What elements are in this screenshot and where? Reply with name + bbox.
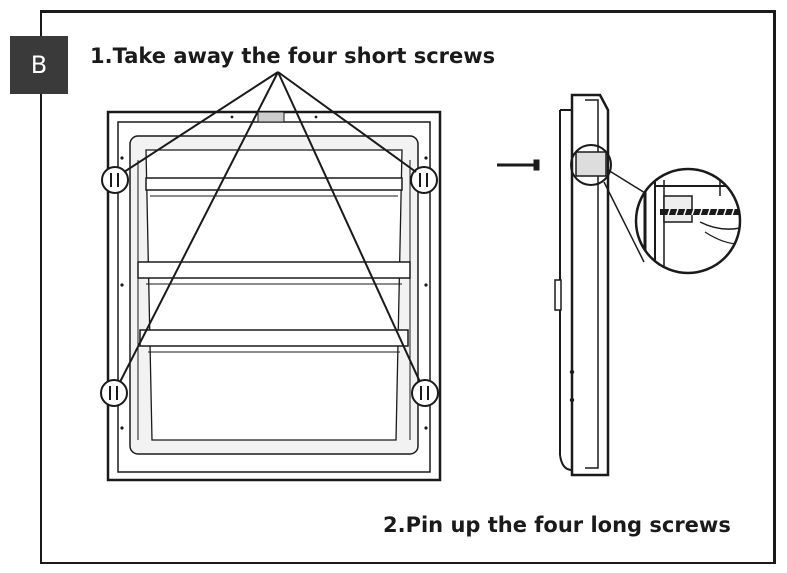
- door-recess: [145, 149, 403, 441]
- callout-lines: [603, 169, 651, 263]
- screw-marker: [101, 166, 129, 194]
- door-front-view: [106, 110, 442, 482]
- shelf-top: [145, 177, 403, 191]
- screw-marker: [411, 379, 439, 407]
- door-shelves: [137, 177, 411, 347]
- mounting-dots: [120, 115, 428, 430]
- side-bolt: [569, 369, 575, 375]
- detail-highlight-circle: [570, 144, 612, 186]
- screw-icon: [497, 159, 540, 171]
- side-profile-inner: [585, 99, 599, 469]
- screw-marker: [410, 166, 438, 194]
- door-side-view: [554, 93, 610, 477]
- shelf-bottom: [139, 329, 409, 347]
- screw-marker: [100, 379, 128, 407]
- side-profile-hinge: [554, 279, 562, 311]
- leader-lines: [119, 71, 421, 383]
- side-mount-bracket: [575, 151, 607, 177]
- side-bolt: [569, 397, 575, 403]
- step-badge-letter: B: [30, 51, 48, 79]
- instruction-step-1: 1.Take away the four short screws: [90, 44, 496, 68]
- step-badge: B: [10, 36, 68, 94]
- step-frame: [40, 10, 776, 564]
- side-profile-foot: [559, 454, 573, 471]
- top-latch: [257, 111, 285, 123]
- magnifier-callout: [634, 167, 742, 275]
- instruction-step-2: 2.Pin up the four long screws: [383, 513, 731, 537]
- side-profile-outer: [570, 93, 610, 477]
